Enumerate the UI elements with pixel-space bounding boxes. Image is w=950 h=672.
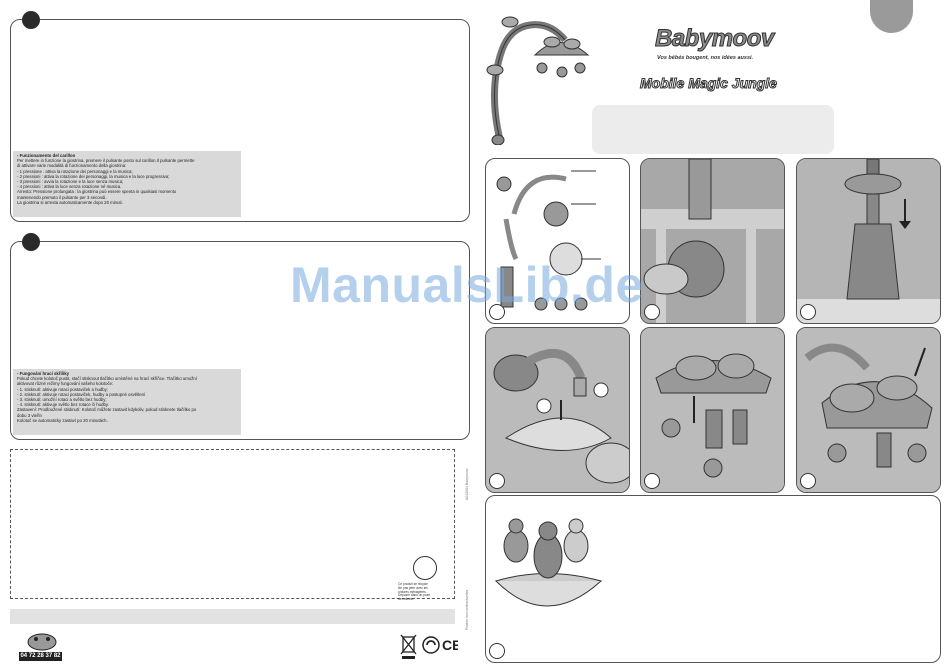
brand-logo: Babymoov — [655, 25, 775, 53]
arm-illustration — [797, 159, 940, 323]
standalone-illustration — [494, 518, 603, 607]
step-3-arm — [796, 158, 941, 324]
parts-illustration — [496, 170, 601, 311]
section-bullet-1 — [22, 11, 40, 29]
product-name: Mobile Magic Jungle — [640, 75, 778, 92]
green-dot-icon — [422, 636, 440, 654]
recycle-logo-icon — [413, 556, 437, 580]
mobile-illustration — [486, 16, 590, 145]
clamp-illustration — [641, 159, 784, 323]
step-2-clamp — [640, 158, 785, 324]
step-number-7 — [489, 643, 505, 659]
phone-number: 04 72 28 37 82 — [19, 652, 62, 661]
step-7-standalone — [485, 495, 941, 663]
step-6-leaves — [796, 327, 941, 493]
page-tab — [870, 0, 913, 33]
recycle-note: Ce produit se recycle Ne pas jeter avec … — [398, 582, 431, 602]
info-box — [592, 105, 834, 154]
step-number-6 — [800, 473, 816, 489]
watermark: ManualsLib.de — [290, 257, 644, 313]
gray-strip — [10, 609, 455, 624]
step-number-1 — [489, 304, 505, 320]
czech-instructions: - Fungování hrací skříňky Pokud chcete k… — [13, 369, 241, 435]
musicbox-illustration — [486, 328, 629, 492]
crossed-bin-icon — [400, 634, 417, 659]
step-number-4 — [489, 473, 505, 489]
italian-instructions: - Funzionamento del carillon Per mettere… — [13, 151, 241, 217]
vertical-code-top: A042054 Babymoov — [465, 468, 469, 500]
svg-text:CE: CE — [442, 637, 458, 653]
dashed-cut-area — [10, 449, 455, 599]
step-number-3 — [800, 304, 816, 320]
vertical-code-bottom: Photos non contractuelles — [465, 589, 469, 630]
step-number-5 — [644, 473, 660, 489]
step-5-figures — [640, 327, 785, 493]
step-1-parts — [485, 158, 630, 324]
ce-mark-icon: CE — [442, 637, 458, 653]
leaves-illustration — [797, 328, 940, 492]
hippo-logo-icon — [27, 633, 57, 651]
step-number-2 — [644, 304, 660, 320]
step-4-musicbox — [485, 327, 630, 493]
figures-illustration — [641, 328, 784, 492]
brand-tagline: Vos bébés bougent, nos idées aussi. — [657, 55, 754, 61]
section-bullet-2 — [22, 233, 40, 251]
